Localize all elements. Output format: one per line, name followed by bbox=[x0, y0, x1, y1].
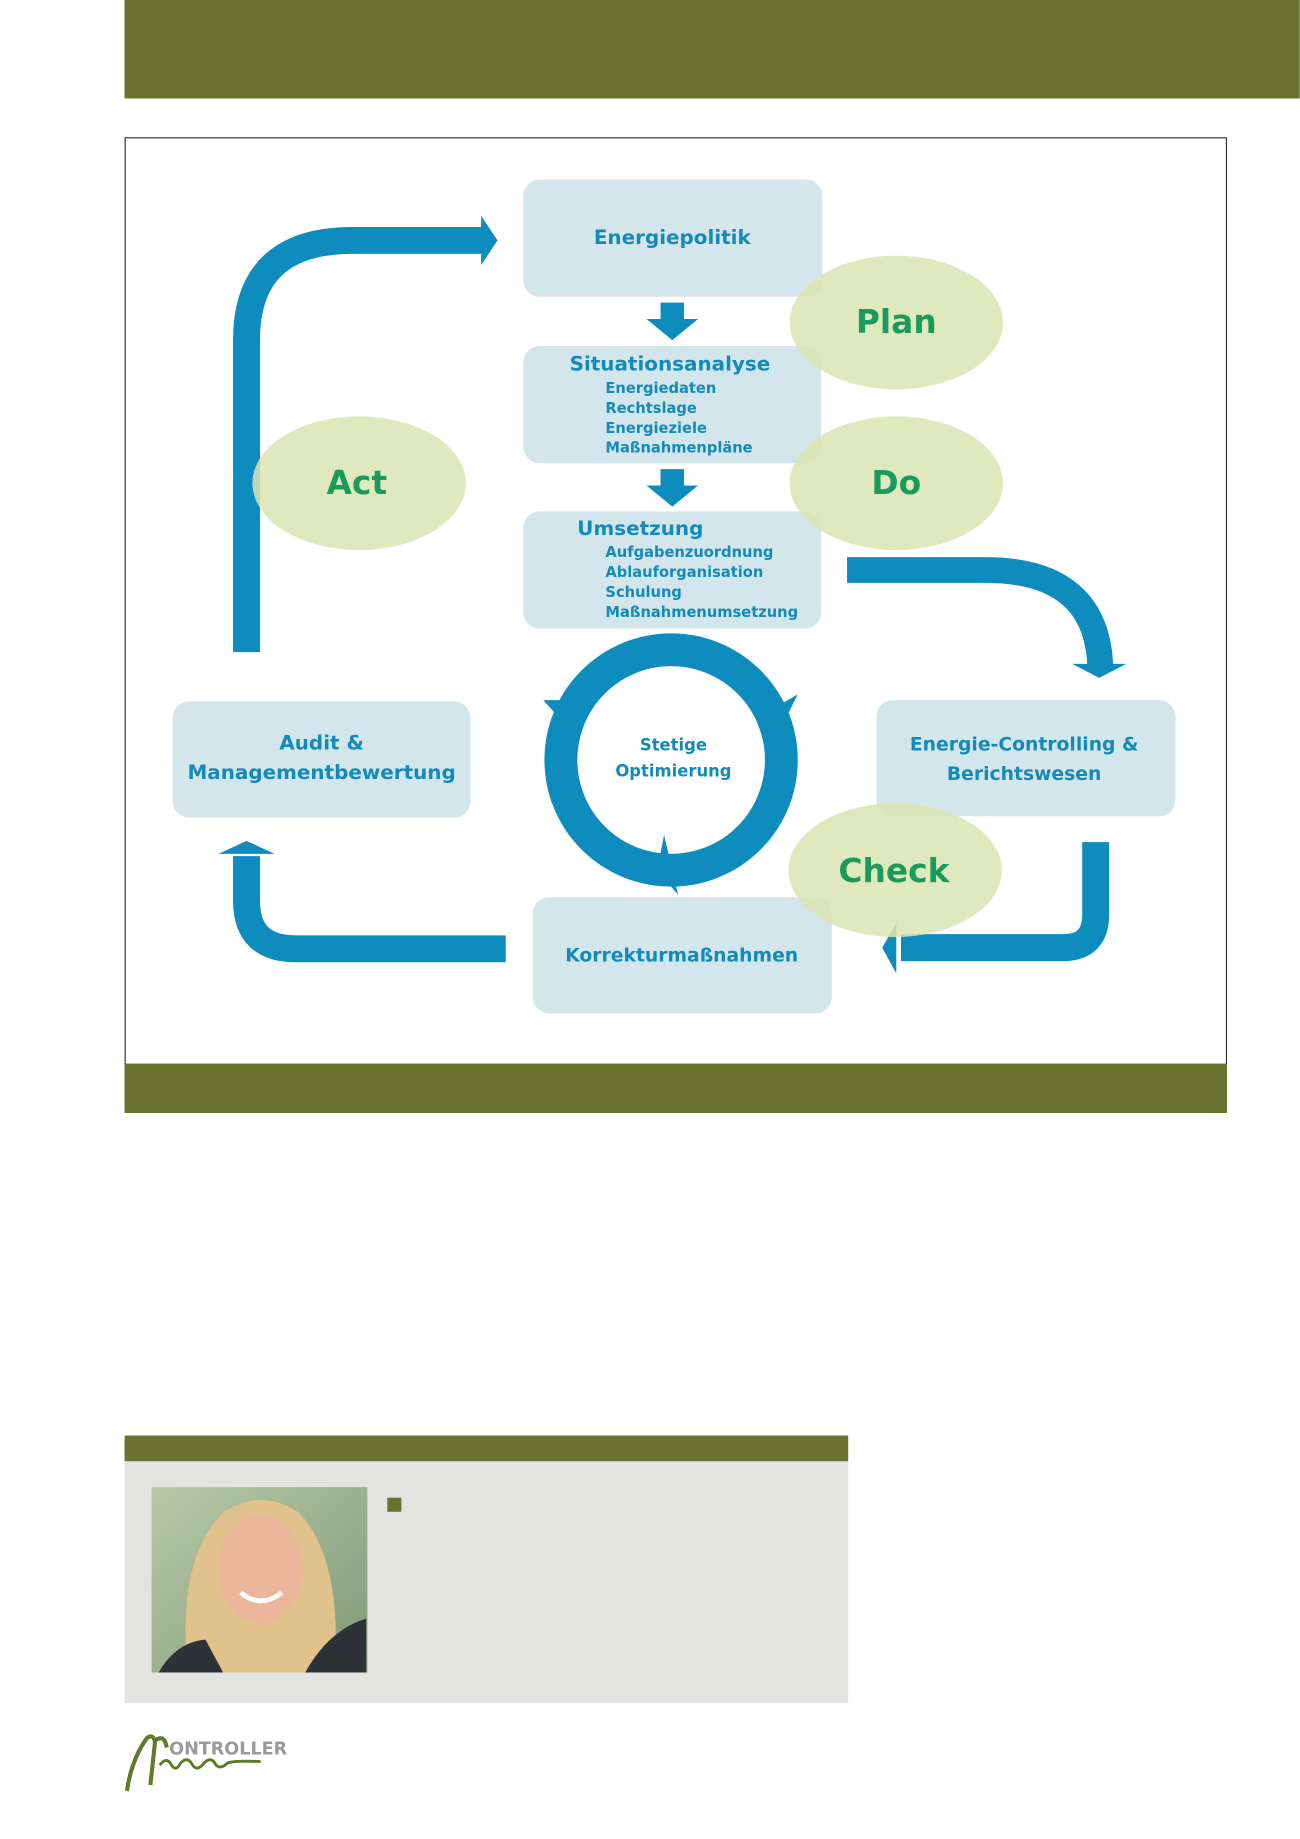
phase-act: Act bbox=[327, 464, 388, 502]
box-umsetzung bbox=[523, 511, 822, 629]
arrow-down-icon bbox=[646, 302, 699, 341]
cycle-center-label: Optimierung bbox=[615, 761, 731, 780]
arrowhead-icon bbox=[218, 840, 275, 854]
situationsanalyse-item: Maßnahmenpläne bbox=[605, 440, 752, 457]
controller-magazin-logo: ONTROLLER bbox=[124, 1734, 288, 1792]
svg-text:ONTROLLER: ONTROLLER bbox=[169, 1740, 288, 1760]
umsetzung-item: Maßnahmenumsetzung bbox=[605, 604, 798, 621]
phase-plan: Plan bbox=[856, 303, 937, 341]
box-audit-label: Managementbewertung bbox=[187, 761, 455, 784]
box-korrektur bbox=[532, 897, 832, 1014]
arrowhead-icon bbox=[481, 215, 498, 266]
cycle-arrowhead-icon bbox=[543, 700, 573, 725]
ellipse-check bbox=[788, 803, 1002, 938]
cycle-arrowhead-icon bbox=[769, 694, 798, 728]
box-audit-label: Audit & bbox=[279, 731, 364, 754]
phase-do: Do bbox=[871, 464, 921, 502]
header-bar bbox=[124, 0, 1300, 99]
cycle-center-label: Stetige bbox=[640, 736, 707, 755]
box-energiepolitik-label: Energiepolitik bbox=[594, 226, 752, 249]
arrow-down-icon bbox=[646, 469, 699, 507]
situationsanalyse-item: Energiedaten bbox=[605, 380, 716, 397]
ellipse-act bbox=[252, 416, 466, 551]
box-korrektur-label: Korrekturmaßnahmen bbox=[565, 946, 798, 967]
ellipse-do bbox=[789, 416, 1004, 551]
situationsanalyse-title: Situationsanalyse bbox=[570, 353, 771, 376]
umsetzung-item: Aufgabenzuordnung bbox=[605, 544, 773, 561]
box-controlling-label: Energie-Controlling & bbox=[910, 735, 1138, 756]
phase-check: Check bbox=[838, 852, 950, 890]
figure-caption-bar bbox=[124, 1063, 1228, 1114]
bullet-square-icon bbox=[387, 1497, 402, 1512]
arrow-check-to-korrektur-icon bbox=[900, 842, 1110, 962]
umsetzung-item: Ablauforganisation bbox=[605, 564, 763, 581]
arrowhead-icon bbox=[1072, 663, 1127, 678]
box-audit bbox=[172, 701, 471, 818]
arrow-act-to-plan-icon bbox=[233, 226, 484, 653]
box-situationsanalyse bbox=[523, 345, 822, 464]
box-controlling bbox=[876, 700, 1176, 817]
arrow-korrektur-to-audit-icon bbox=[233, 856, 506, 963]
author-box-header bbox=[124, 1435, 849, 1462]
author-photo bbox=[151, 1487, 368, 1673]
arrow-do-to-check-icon bbox=[847, 557, 1114, 670]
umsetzung-item: Schulung bbox=[605, 584, 682, 601]
pdca-diagram: Energiepolitik Situationsanalyse Energie… bbox=[172, 179, 1176, 1014]
situationsanalyse-item: Rechtslage bbox=[605, 400, 696, 417]
box-controlling-label: Berichtswesen bbox=[947, 764, 1102, 785]
box-energiepolitik bbox=[523, 179, 823, 297]
cycle-arrowhead-icon bbox=[657, 835, 679, 895]
situationsanalyse-item: Energieziele bbox=[605, 420, 707, 437]
umsetzung-title: Umsetzung bbox=[577, 517, 703, 540]
ellipse-plan bbox=[789, 255, 1004, 390]
